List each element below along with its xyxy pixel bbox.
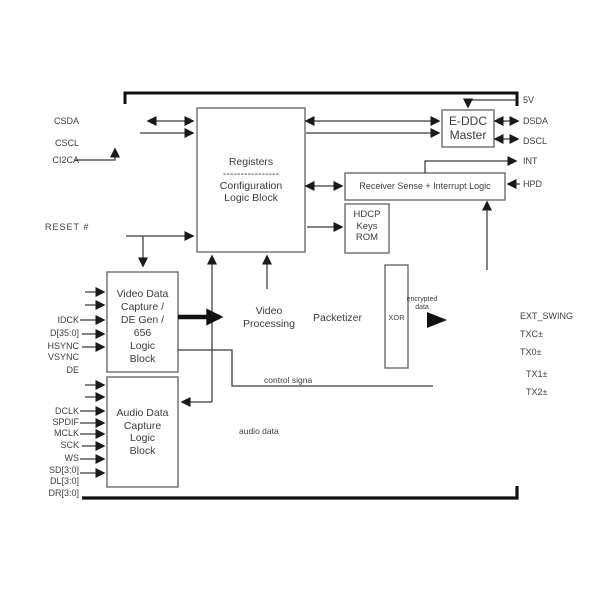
hdcp-rom-box	[344, 203, 390, 254]
pin-label-dscl: DSCL	[523, 136, 548, 146]
bottom-bus-line	[82, 486, 519, 500]
pin-label-hpd: HPD	[523, 179, 543, 189]
hdcp-line3: ROM	[355, 232, 379, 243]
ci2ca-arrow	[75, 147, 120, 161]
top-bus-line	[123, 91, 519, 106]
audio-line1: Audio Data	[116, 407, 169, 419]
5v-to-eddc-line	[463, 98, 516, 109]
pin-label-sd: SD[3:0]	[48, 465, 79, 475]
video-processing-line1: Video	[255, 305, 283, 317]
video-line4: 656	[133, 327, 152, 339]
audio-line4: Block	[129, 444, 156, 457]
pin-label-vsync: VSYNC	[47, 352, 79, 362]
audio-capture-label: Audio Data Capture Logic Block	[107, 407, 178, 457]
pin-label-tx1: TX1±	[526, 369, 548, 379]
pin-label-txc: TXC±	[520, 329, 543, 339]
connectors	[75, 98, 520, 478]
hdcp-line1: HDCP	[353, 209, 381, 220]
registers-title: Registers	[228, 156, 274, 168]
pin-label-spdif: SPDIF	[52, 417, 79, 427]
pin-label-de: DE	[66, 365, 79, 375]
pin-label-ci2ca: CI2CA	[52, 155, 79, 165]
pin-label-idck: IDCK	[57, 315, 79, 325]
eddc-master-box	[441, 109, 495, 148]
video-processing-label: Video Processing	[238, 305, 300, 330]
registers-box	[196, 107, 306, 253]
pin-label-dclk: DCLK	[54, 406, 79, 416]
pin-label-int: INT	[523, 156, 538, 166]
audio-capture-box	[106, 376, 179, 488]
eddc-master-label: E-DDC Master	[442, 114, 494, 142]
video-line6: Block	[129, 353, 156, 365]
pin-label-hsync: HSYNC	[47, 341, 79, 351]
pin-label-mclk: MCLK	[53, 428, 79, 438]
pin-label-reset: RESET #	[45, 222, 90, 232]
audio-line2: Capture	[123, 419, 162, 432]
control-signal-line	[178, 349, 433, 387]
video-line3: DE Gen /	[120, 314, 165, 326]
video-capture-label: Video Data Capture / DE Gen / 656 Logic …	[107, 288, 178, 366]
int-arrow	[424, 156, 518, 173]
encrypted-data-label: encrypted data	[402, 296, 442, 311]
pin-label-ws: WS	[64, 453, 80, 463]
audio-data-label: audio data	[239, 426, 279, 436]
xor-box	[384, 264, 409, 369]
pin-label-extswing: EXT_SWING	[520, 311, 574, 321]
video-line5: Logic	[129, 340, 156, 352]
encrypted-line2: data	[415, 303, 429, 311]
xor-label: XOR	[388, 313, 405, 322]
pin-label-csda: CSDA	[53, 116, 79, 126]
pin-label-tx0: TX0±	[520, 347, 542, 357]
registers-block-label: Registers ---------------- Configuration…	[197, 156, 305, 204]
receiver-sense-label: Receiver Sense + Interrupt Logic	[359, 181, 491, 191]
eddc-line1: E-DDC	[449, 114, 487, 128]
video-line1: Video Data	[116, 288, 169, 300]
eddc-line2: Master	[449, 128, 487, 142]
registers-divider: ----------------	[223, 168, 279, 180]
encrypted-line1: encrypted	[406, 296, 438, 303]
video-capture-box	[106, 271, 179, 373]
video-processing-line2: Processing	[243, 317, 295, 330]
registers-subtitle2: Logic Block	[224, 192, 278, 204]
pin-label-tx2: TX2±	[526, 387, 548, 397]
hdcp-rom-label: HDCP Keys ROM	[345, 209, 389, 244]
control-signal-label: control signa	[264, 375, 313, 385]
packetizer-label: Packetizer	[312, 312, 363, 324]
pin-label-cscl: CSCL	[54, 138, 79, 148]
pin-label-sck: SCK	[60, 440, 79, 450]
pin-label-5v: 5V	[523, 95, 535, 105]
registers-subtitle1: Configuration	[219, 180, 283, 192]
video-line2: Capture /	[120, 301, 165, 313]
pin-label-dr: DR[3:0]	[48, 488, 79, 498]
audio-line3: Logic	[129, 432, 156, 444]
pin-label-dl: DL[3:0]	[49, 476, 79, 486]
hdcp-line2: Keys	[356, 220, 378, 232]
pin-label-dsda: DSDA	[523, 116, 549, 126]
encrypted-data-arrow	[427, 312, 447, 328]
pin-label-d35: D[35:0]	[49, 328, 79, 338]
